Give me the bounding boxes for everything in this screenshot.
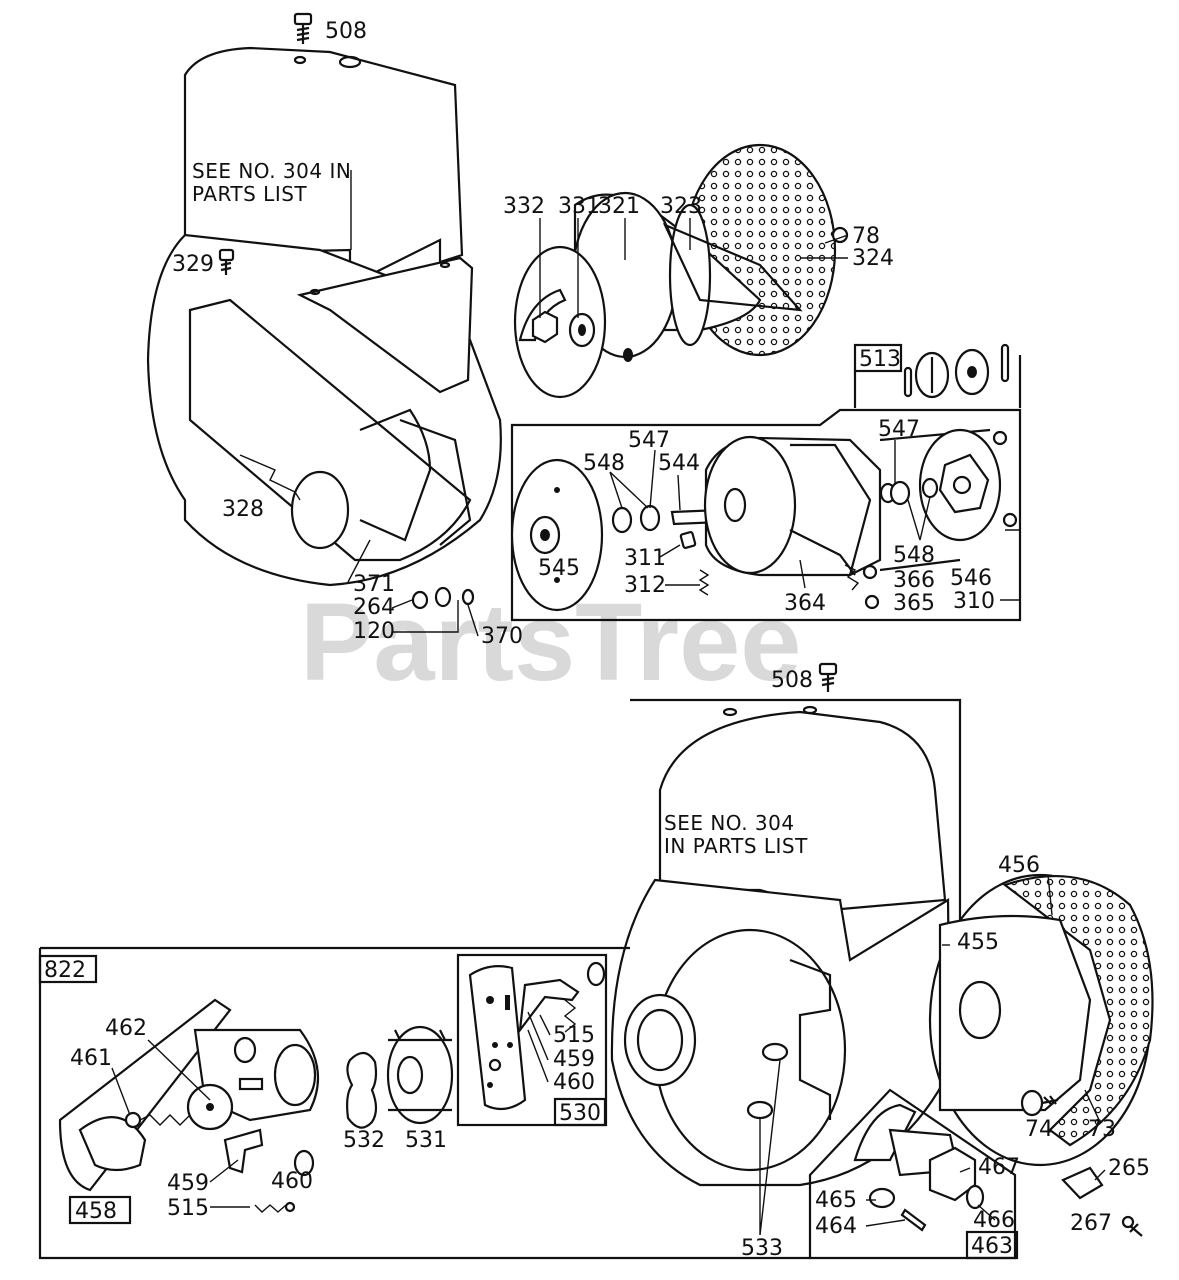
screw-508-top bbox=[293, 12, 313, 44]
label-331: 331 bbox=[558, 194, 600, 219]
label-515-left: 515 bbox=[167, 1196, 209, 1221]
label-533: 533 bbox=[741, 1236, 783, 1261]
label-73: 73 bbox=[1088, 1117, 1116, 1142]
label-465: 465 bbox=[815, 1188, 857, 1213]
box-label-458: 458 bbox=[75, 1199, 117, 1224]
box-label-463: 463 bbox=[971, 1234, 1013, 1259]
label-267: 267 bbox=[1070, 1211, 1112, 1236]
washer-parts-264-120-370 bbox=[411, 586, 475, 610]
box-822-assembly: 822 458 bbox=[38, 946, 810, 1260]
label-310: 310 bbox=[953, 589, 995, 614]
label-364: 364 bbox=[784, 591, 826, 616]
note-bottom-line2: IN PARTS LIST bbox=[664, 834, 808, 858]
label-456: 456 bbox=[998, 853, 1040, 878]
label-508-bottom: 508 bbox=[771, 668, 813, 693]
label-466: 466 bbox=[973, 1208, 1015, 1233]
label-464: 464 bbox=[815, 1214, 857, 1239]
label-460-right: 460 bbox=[553, 1070, 595, 1095]
label-323: 323 bbox=[660, 194, 702, 219]
label-461: 461 bbox=[70, 1046, 112, 1071]
label-548-right: 548 bbox=[893, 543, 935, 568]
starter-assembly-box bbox=[510, 408, 1022, 622]
label-545: 545 bbox=[538, 556, 580, 581]
label-531: 531 bbox=[405, 1128, 447, 1153]
label-329: 329 bbox=[172, 252, 214, 277]
screw-508-bottom bbox=[818, 662, 838, 692]
label-328: 328 bbox=[222, 497, 264, 522]
label-462: 462 bbox=[105, 1016, 147, 1041]
label-120: 120 bbox=[353, 619, 395, 644]
label-515-right: 515 bbox=[553, 1023, 595, 1048]
note-top-line1: SEE NO. 304 IN bbox=[192, 159, 351, 183]
note-bottom-line1: SEE NO. 304 bbox=[664, 811, 795, 835]
blower-housing-top bbox=[146, 46, 502, 587]
label-508-top: 508 bbox=[325, 19, 367, 44]
screw-329 bbox=[218, 248, 235, 275]
box-513: 513 bbox=[853, 343, 1022, 408]
label-370: 370 bbox=[481, 624, 523, 649]
label-311: 311 bbox=[624, 546, 666, 571]
label-264: 264 bbox=[353, 595, 395, 620]
label-324: 324 bbox=[852, 246, 894, 271]
label-366: 366 bbox=[893, 568, 935, 593]
label-544: 544 bbox=[658, 451, 700, 476]
note-top-line2: PARTS LIST bbox=[192, 182, 307, 206]
label-312: 312 bbox=[624, 573, 666, 598]
label-74: 74 bbox=[1025, 1117, 1053, 1142]
box-label-530: 530 bbox=[559, 1101, 601, 1126]
label-532: 532 bbox=[343, 1128, 385, 1153]
leader-lines bbox=[111, 170, 1106, 1236]
part-labels: 508 329 332 331 321 323 78 324 547 548 5… bbox=[70, 19, 1150, 1261]
label-547-left: 547 bbox=[628, 428, 670, 453]
label-455: 455 bbox=[957, 930, 999, 955]
label-459-right: 459 bbox=[553, 1047, 595, 1072]
label-467: 467 bbox=[978, 1155, 1020, 1180]
label-371: 371 bbox=[353, 572, 395, 597]
label-321: 321 bbox=[598, 194, 640, 219]
box-530-assembly: 530 bbox=[456, 953, 608, 1127]
blower-housing-bottom bbox=[610, 698, 1154, 1187]
pulley-assembly bbox=[513, 143, 849, 399]
label-548-left: 548 bbox=[583, 451, 625, 476]
label-332: 332 bbox=[503, 194, 545, 219]
label-78: 78 bbox=[852, 224, 880, 249]
label-460-left: 460 bbox=[271, 1169, 313, 1194]
label-365: 365 bbox=[893, 591, 935, 616]
label-547-right: 547 bbox=[878, 417, 920, 442]
box-label-822: 822 bbox=[44, 958, 86, 983]
label-265: 265 bbox=[1108, 1156, 1150, 1181]
box-463-assembly: 463 bbox=[808, 1088, 1019, 1260]
label-459-left: 459 bbox=[167, 1171, 209, 1196]
clip-265-screw-267 bbox=[1061, 1166, 1143, 1237]
box-label-513: 513 bbox=[859, 347, 901, 372]
label-546: 546 bbox=[950, 566, 992, 591]
